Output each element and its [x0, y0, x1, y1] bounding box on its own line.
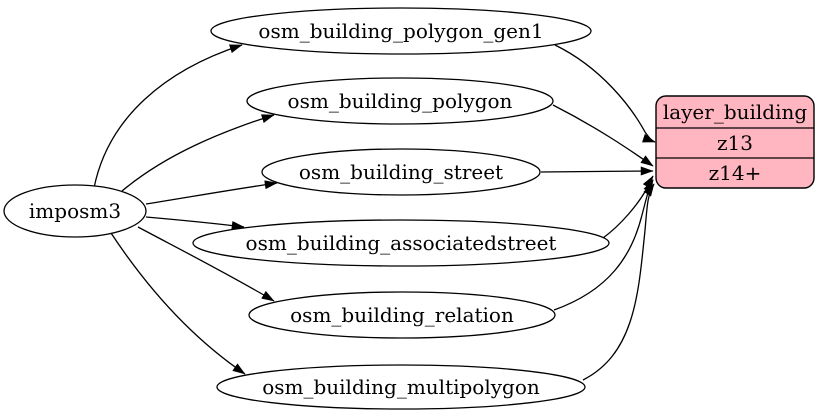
osm-building-multipolygon-ellipse: [216, 364, 586, 410]
edge-imposm3-to-osm-building-multipolygon: [110, 232, 246, 375]
edge-imposm3-to-osm-building-polygon-gen1: [93, 44, 243, 189]
node-osm-building-street: osm_building_street: [261, 148, 541, 196]
node-osm-building-polygon: osm_building_polygon: [246, 77, 554, 125]
node-osm-building-relation: osm_building_relation: [248, 291, 556, 339]
osm-building-associatedstreet-ellipse: [192, 219, 610, 267]
layer-building-row-z13: z13: [717, 131, 753, 155]
layer-building-box: [655, 95, 815, 189]
edge-osm-building-multipolygon-to-z14: [582, 183, 655, 381]
imposm3-ellipse: [3, 184, 147, 238]
node-osm-building-multipolygon: osm_building_multipolygon: [216, 364, 586, 410]
edge-imposm3-to-osm-building-relation: [137, 226, 275, 302]
osm-building-polygon-gen1-ellipse: [210, 7, 592, 55]
edge-osm-building-polygon-gen1-to-z13: [554, 44, 656, 143]
node-layer-building: layer_building z13 z14+: [655, 95, 815, 189]
osm-building-multipolygon-label: osm_building_multipolygon: [262, 375, 540, 399]
node-imposm3: imposm3: [3, 184, 147, 238]
node-osm-building-polygon-gen1: osm_building_polygon_gen1: [210, 7, 592, 55]
layer-building-title: layer_building: [663, 100, 808, 124]
osm-building-street-ellipse: [261, 148, 541, 196]
edge-imposm3-to-osm-building-polygon: [121, 114, 275, 192]
layer-building-row-z14: z14+: [709, 161, 762, 185]
osm-building-street-label: osm_building_street: [299, 160, 503, 184]
osm-building-polygon-ellipse: [246, 77, 554, 125]
edge-osm-building-street-to-z14: [540, 166, 654, 176]
osm-building-relation-label: osm_building_relation: [290, 303, 514, 327]
node-osm-building-associatedstreet: osm_building_associatedstreet: [192, 219, 610, 267]
imposm3-label: imposm3: [29, 199, 121, 223]
osm-building-associatedstreet-label: osm_building_associatedstreet: [246, 231, 557, 255]
edge-imposm3-to-osm-building-street: [145, 180, 278, 205]
edge-osm-building-polygon-to-z14: [552, 104, 654, 167]
edge-imposm3-to-osm-building-associatedstreet: [145, 216, 245, 230]
osm-building-polygon-gen1-label: osm_building_polygon_gen1: [258, 19, 543, 43]
osm-building-polygon-label: osm_building_polygon: [288, 89, 513, 113]
osm-building-relation-ellipse: [248, 291, 556, 339]
